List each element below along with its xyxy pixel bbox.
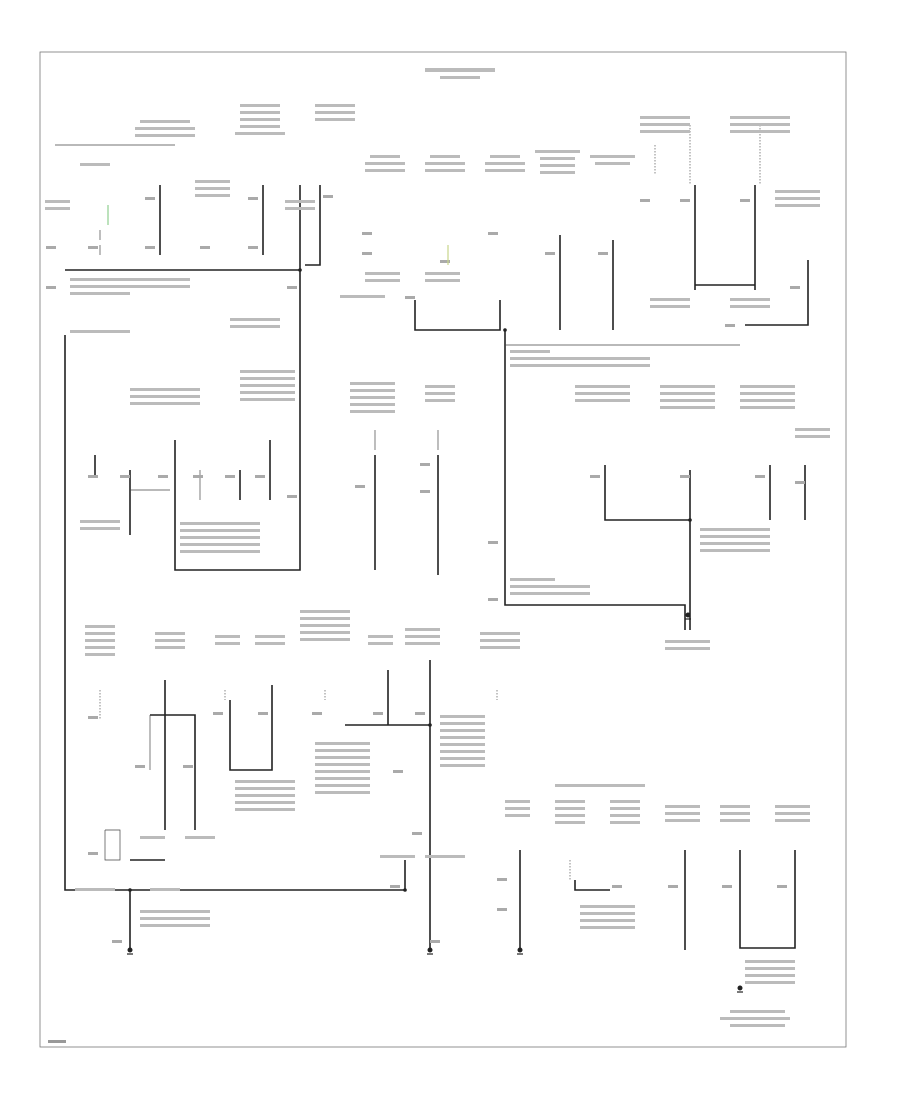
- splice-dots: [128, 268, 692, 892]
- component-label-blocks: [45, 68, 830, 1027]
- wire-26: [574, 880, 610, 891]
- wire-15: [745, 260, 809, 326]
- ground-symbol-4: [737, 985, 743, 993]
- wire-color-accents: [107, 205, 449, 265]
- diagram-border: [39, 51, 847, 1048]
- wire-18: [604, 465, 690, 521]
- wire-6: [504, 330, 686, 630]
- page-id-marker: [48, 1040, 66, 1043]
- wire-2: [174, 185, 301, 571]
- shielded-wires: [99, 125, 761, 880]
- wire-28: [739, 850, 796, 949]
- wire-30: [150, 714, 196, 830]
- wire-5: [414, 300, 501, 331]
- wire-layer: [64, 185, 809, 950]
- connector-line-5: [104, 829, 121, 861]
- ground-symbol-0: [685, 612, 691, 620]
- ground-symbols: [127, 612, 743, 993]
- ground-symbol-2: [517, 947, 523, 955]
- ground-symbol-1: [427, 947, 433, 955]
- wire-24: [229, 685, 273, 771]
- wire-4: [305, 185, 321, 266]
- connector-lines: [55, 144, 740, 861]
- pin-markers: [46, 195, 805, 943]
- ground-symbol-3: [127, 947, 133, 955]
